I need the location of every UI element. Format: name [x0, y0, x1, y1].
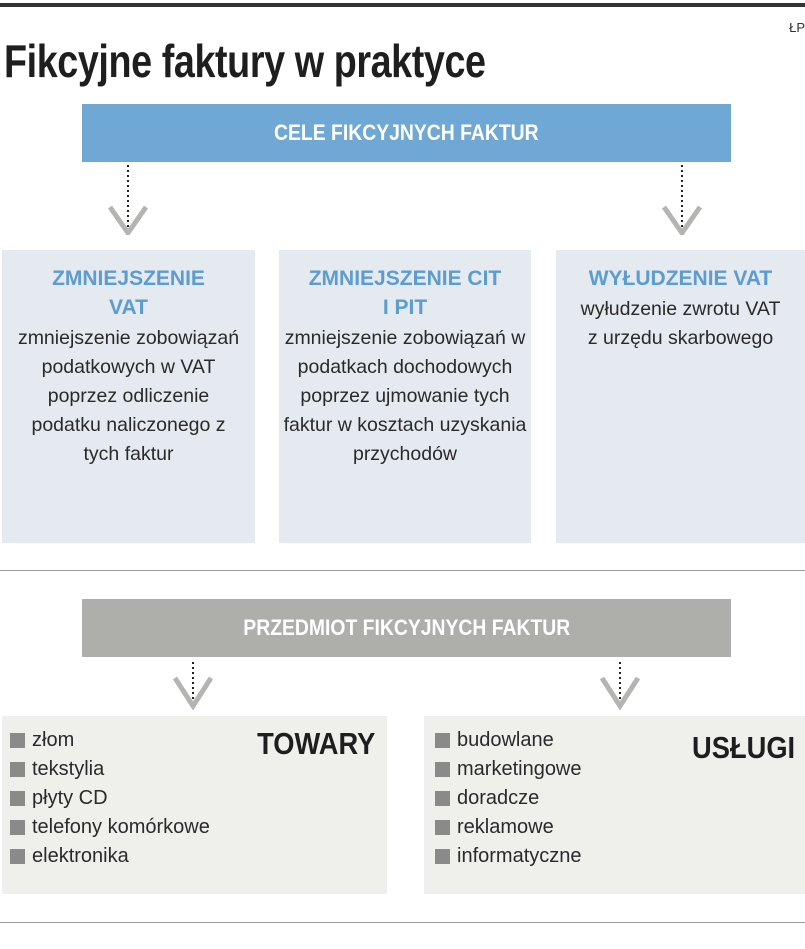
arrow-down-icon: [662, 165, 702, 235]
bullet-square-icon: [435, 733, 450, 748]
bullet-square-icon: [10, 820, 25, 835]
credit: ŁP: [789, 20, 805, 35]
subject-header-label: PRZEDMIOT FIKCYJNYCH FAKTUR: [243, 615, 570, 640]
list-item: budowlane: [435, 726, 805, 755]
divider: [0, 570, 805, 571]
arrow-down-icon: [108, 165, 148, 235]
item-text: elektronika: [32, 845, 129, 867]
bullet-square-icon: [10, 849, 25, 864]
goal-text: zmniejszenie zobowiązań w podatkach doch…: [283, 327, 527, 465]
goals-header: CELE FIKCYJNYCH FAKTUR: [82, 104, 731, 162]
goal-card-vat: ZMNIEJSZENIE VAT zmniejszenie zobowiązań…: [2, 250, 255, 543]
item-text: płyty CD: [32, 787, 108, 809]
goal-text: wyłudzenie zwrotu VAT z urzędu skarboweg…: [580, 298, 781, 349]
goals-header-label: CELE FIKCYJNYCH FAKTUR: [274, 120, 539, 145]
bullet-square-icon: [10, 791, 25, 806]
page-title: Fikcyjne faktury w praktyce: [4, 35, 486, 87]
list-item: tekstylia: [10, 755, 387, 784]
list-item: płyty CD: [10, 784, 387, 813]
arrow-down-icon: [600, 662, 640, 710]
list-item: marketingowe: [435, 755, 805, 784]
item-text: budowlane: [457, 729, 554, 751]
item-text: tekstylia: [32, 758, 105, 780]
goal-heading: WYŁUDZENIE VAT: [588, 267, 773, 290]
list-item: doradcze: [435, 784, 805, 813]
bullet-square-icon: [10, 762, 25, 777]
goal-heading: ZMNIEJSZENIE VAT: [52, 267, 205, 319]
goal-card-extortion: WYŁUDZENIE VAT wyłudzenie zwrotu VAT z u…: [556, 250, 805, 543]
divider: [0, 922, 805, 923]
subject-header: PRZEDMIOT FIKCYJNYCH FAKTUR: [82, 599, 731, 657]
bullet-square-icon: [435, 762, 450, 777]
item-text: telefony komórkowe: [32, 816, 210, 838]
item-text: informatyczne: [457, 845, 582, 867]
goods-list: złom tekstylia płyty CD telefony komórko…: [2, 716, 387, 871]
bullet-square-icon: [435, 849, 450, 864]
arrow-down-icon: [173, 662, 213, 710]
bullet-square-icon: [435, 820, 450, 835]
list-item: złom: [10, 726, 387, 755]
goal-text: zmniejszenie zobowiązań podatkowych w VA…: [17, 327, 240, 465]
list-item: informatyczne: [435, 842, 805, 871]
item-text: doradcze: [457, 787, 540, 809]
goods-label: TOWARY: [256, 726, 375, 761]
goods-card: TOWARY złom tekstylia płyty CD telefony …: [2, 716, 387, 894]
services-label: USŁUGI: [691, 730, 795, 765]
item-text: reklamowe: [457, 816, 554, 838]
item-text: marketingowe: [457, 758, 582, 780]
services-list: budowlane marketingowe doradcze reklamow…: [424, 716, 805, 871]
list-item: reklamowe: [435, 813, 805, 842]
goal-heading: ZMNIEJSZENIE CIT I PIT: [308, 267, 502, 319]
goal-card-cit-pit: ZMNIEJSZENIE CIT I PIT zmniejszenie zobo…: [279, 250, 531, 543]
top-rule: [0, 3, 805, 7]
list-item: telefony komórkowe: [10, 813, 387, 842]
bullet-square-icon: [10, 733, 25, 748]
bullet-square-icon: [435, 791, 450, 806]
list-item: elektronika: [10, 842, 387, 871]
services-card: USŁUGI budowlane marketingowe doradcze r…: [424, 716, 805, 894]
item-text: złom: [32, 729, 75, 751]
